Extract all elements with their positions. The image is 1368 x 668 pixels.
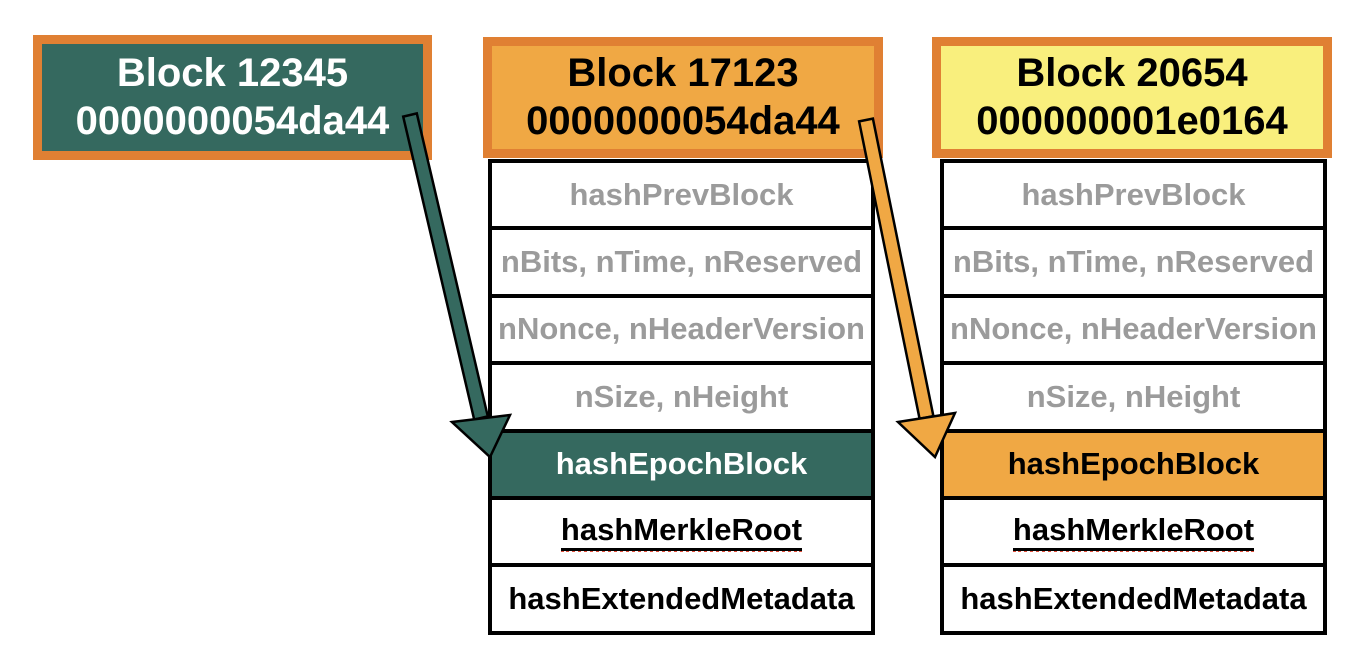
field-row-nnonce-nheaderversion: nNonce, nHeaderVersion <box>492 293 871 362</box>
field-row-nbits-ntime-nreserved: nBits, nTime, nReserved <box>492 226 871 294</box>
block-12345-header: Block 12345 0000000054da44 <box>33 35 432 160</box>
block-title: Block 20654 <box>1016 51 1248 96</box>
block-20654-header: Block 20654 000000001e0164 <box>932 37 1332 158</box>
field-row-hashprevblock: hashPrevBlock <box>944 163 1323 227</box>
field-label: hashMerkleRoot <box>560 511 803 551</box>
block-17123-header: Block 17123 0000000054da44 <box>483 37 883 158</box>
field-row-hashmerkleroot: hashMerkleRoot <box>944 495 1323 564</box>
field-label: hashMerkleRoot <box>1012 511 1255 551</box>
field-row-hashextendedmetadata: hashExtendedMetadata <box>944 563 1323 631</box>
field-row-hashprevblock: hashPrevBlock <box>492 163 871 227</box>
field-row-nsize-nheight: nSize, nHeight <box>492 361 871 429</box>
block-title: Block 17123 <box>567 51 799 96</box>
field-row-hashmerkleroot: hashMerkleRoot <box>492 495 871 564</box>
block-hash: 0000000054da44 <box>526 98 840 143</box>
field-row-hashepochblock: hashEpochBlock <box>492 428 871 496</box>
field-row-nnonce-nheaderversion: nNonce, nHeaderVersion <box>944 293 1323 362</box>
field-row-nbits-ntime-nreserved: nBits, nTime, nReserved <box>944 226 1323 294</box>
field-row-hashextendedmetadata: hashExtendedMetadata <box>492 563 871 631</box>
block-title: Block 12345 <box>116 51 349 96</box>
field-row-hashepochblock: hashEpochBlock <box>944 428 1323 496</box>
block-17123-field-table: hashPrevBlock nBits, nTime, nReserved nN… <box>488 159 875 635</box>
block-hash: 0000000054da44 <box>75 98 390 143</box>
block-hash: 000000001e0164 <box>976 98 1288 143</box>
block-20654-field-table: hashPrevBlock nBits, nTime, nReserved nN… <box>940 159 1327 635</box>
field-row-nsize-nheight: nSize, nHeight <box>944 361 1323 429</box>
